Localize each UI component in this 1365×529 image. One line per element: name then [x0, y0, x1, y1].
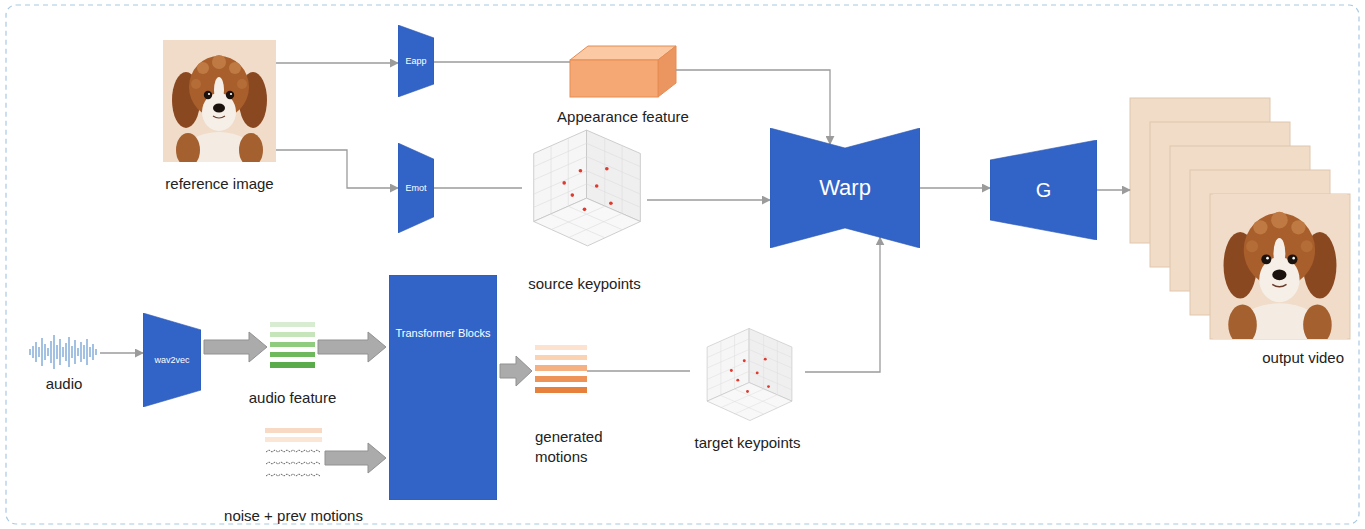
block-label: Transformer Blocks	[393, 327, 494, 340]
encoder-block: wav2vec	[143, 313, 201, 407]
connector-line	[587, 370, 690, 371]
caption-label: noise + prev motions	[224, 506, 363, 526]
caption-holder: audio	[46, 374, 83, 394]
feature-node: noise + prev motions	[265, 428, 322, 488]
keypoint-node: source keypoints	[522, 122, 647, 254]
feature-cuboid	[570, 46, 676, 97]
block-text-holder: Emot	[402, 183, 429, 193]
connector-line	[647, 199, 770, 200]
noise-motion-stripes-part	[266, 450, 320, 476]
block-arrow	[325, 443, 386, 473]
connector-line	[1097, 189, 1130, 190]
caption-holder: target keypoints	[695, 433, 801, 453]
block-fill	[389, 275, 497, 500]
block-text-holder: Transformer Blocks	[393, 327, 494, 340]
video-frames-part	[1213, 194, 1347, 356]
noise-motion-stripes	[265, 428, 322, 476]
block-fill	[770, 128, 920, 248]
encoder-block: Emot	[398, 143, 434, 233]
outer-dashed-frame	[6, 5, 1359, 524]
reference-photo	[163, 40, 276, 176]
connector-line	[805, 237, 880, 372]
connector-line	[920, 187, 990, 188]
audio-feature-stripes	[270, 322, 315, 368]
audio-node: audio	[28, 335, 100, 370]
generated-motion-stripes-part	[535, 365, 587, 371]
audio-feature-stripes-part	[270, 332, 315, 337]
noise-motion-stripes-part	[265, 437, 322, 442]
feature-node: generated motions	[535, 345, 587, 397]
caption-holder: output video	[1262, 348, 1344, 368]
generated-motion-stripes-part	[535, 376, 587, 382]
block-arrow	[318, 332, 386, 362]
feature-node: audio feature	[270, 322, 315, 372]
generated-motion-stripes-part	[535, 355, 587, 360]
video-node: output video	[1130, 98, 1352, 341]
block-text-holder: Warp	[816, 175, 874, 200]
block-label: Warp	[816, 175, 874, 200]
block-label: Emot	[402, 183, 429, 193]
caption-label: audio	[46, 374, 83, 394]
connector-line	[434, 187, 522, 188]
warp-block: Warp	[770, 128, 920, 248]
transformer-block: Transformer Blocks	[389, 275, 497, 500]
keypoint-node: target keypoints	[690, 322, 805, 427]
connector-line	[100, 352, 143, 353]
caption-label: generated motions	[535, 427, 625, 467]
video-frames	[1130, 98, 1350, 356]
block-text-holder: Eapp	[402, 56, 429, 66]
block-fill	[990, 140, 1097, 240]
connector-line	[676, 70, 830, 144]
block-label: G	[1033, 179, 1055, 202]
caption-holder: Appearance feature	[557, 107, 689, 127]
caption-holder: audio feature	[249, 388, 337, 408]
connector-line	[434, 61, 570, 62]
connector-line	[276, 150, 398, 188]
block-outline	[389, 275, 497, 500]
caption-holder: noise + prev motions	[224, 506, 363, 526]
generated-motion-stripes-part	[535, 345, 587, 350]
block-text-holder: G	[1033, 179, 1055, 202]
block-arrow	[500, 356, 532, 386]
block-fill	[398, 25, 434, 97]
block-fill	[398, 143, 434, 233]
caption-holder: generated motions	[535, 427, 625, 467]
audio-feature-stripes-part	[270, 352, 315, 357]
generated-motion-stripes	[535, 345, 587, 393]
audio-feature-stripes-part	[270, 342, 315, 347]
caption-holder: source keypoints	[528, 274, 641, 294]
keypoint-plot	[534, 130, 641, 246]
audio-feature-stripes-part	[270, 362, 315, 368]
caption-label: source keypoints	[528, 274, 641, 294]
feature-cuboid-part	[658, 46, 676, 97]
audio-feature-stripes-part	[270, 322, 315, 327]
noise-motion-stripes-part	[265, 428, 322, 433]
caption-holder: reference image	[165, 174, 273, 194]
feature-cuboid-part	[570, 60, 658, 97]
generated-motion-stripes-part	[535, 387, 587, 393]
block-label: Eapp	[402, 56, 429, 66]
caption-label: audio feature	[249, 388, 337, 408]
connector-line	[276, 62, 398, 63]
caption-label: target keypoints	[695, 433, 801, 453]
block-label: wav2vec	[151, 355, 192, 365]
image-node: reference image	[163, 40, 276, 162]
keypoint-plot	[707, 328, 792, 420]
generator-block: G	[990, 140, 1097, 240]
caption-label: output video	[1262, 348, 1344, 368]
encoder-block: Eapp	[398, 25, 434, 97]
block-fill	[143, 313, 201, 407]
feature-node: Appearance feature	[570, 45, 676, 97]
block-arrow	[204, 332, 267, 362]
caption-label: Appearance feature	[557, 107, 689, 127]
caption-label: reference image	[165, 174, 273, 194]
block-text-holder: wav2vec	[151, 355, 192, 365]
audio-waveform	[30, 335, 96, 369]
